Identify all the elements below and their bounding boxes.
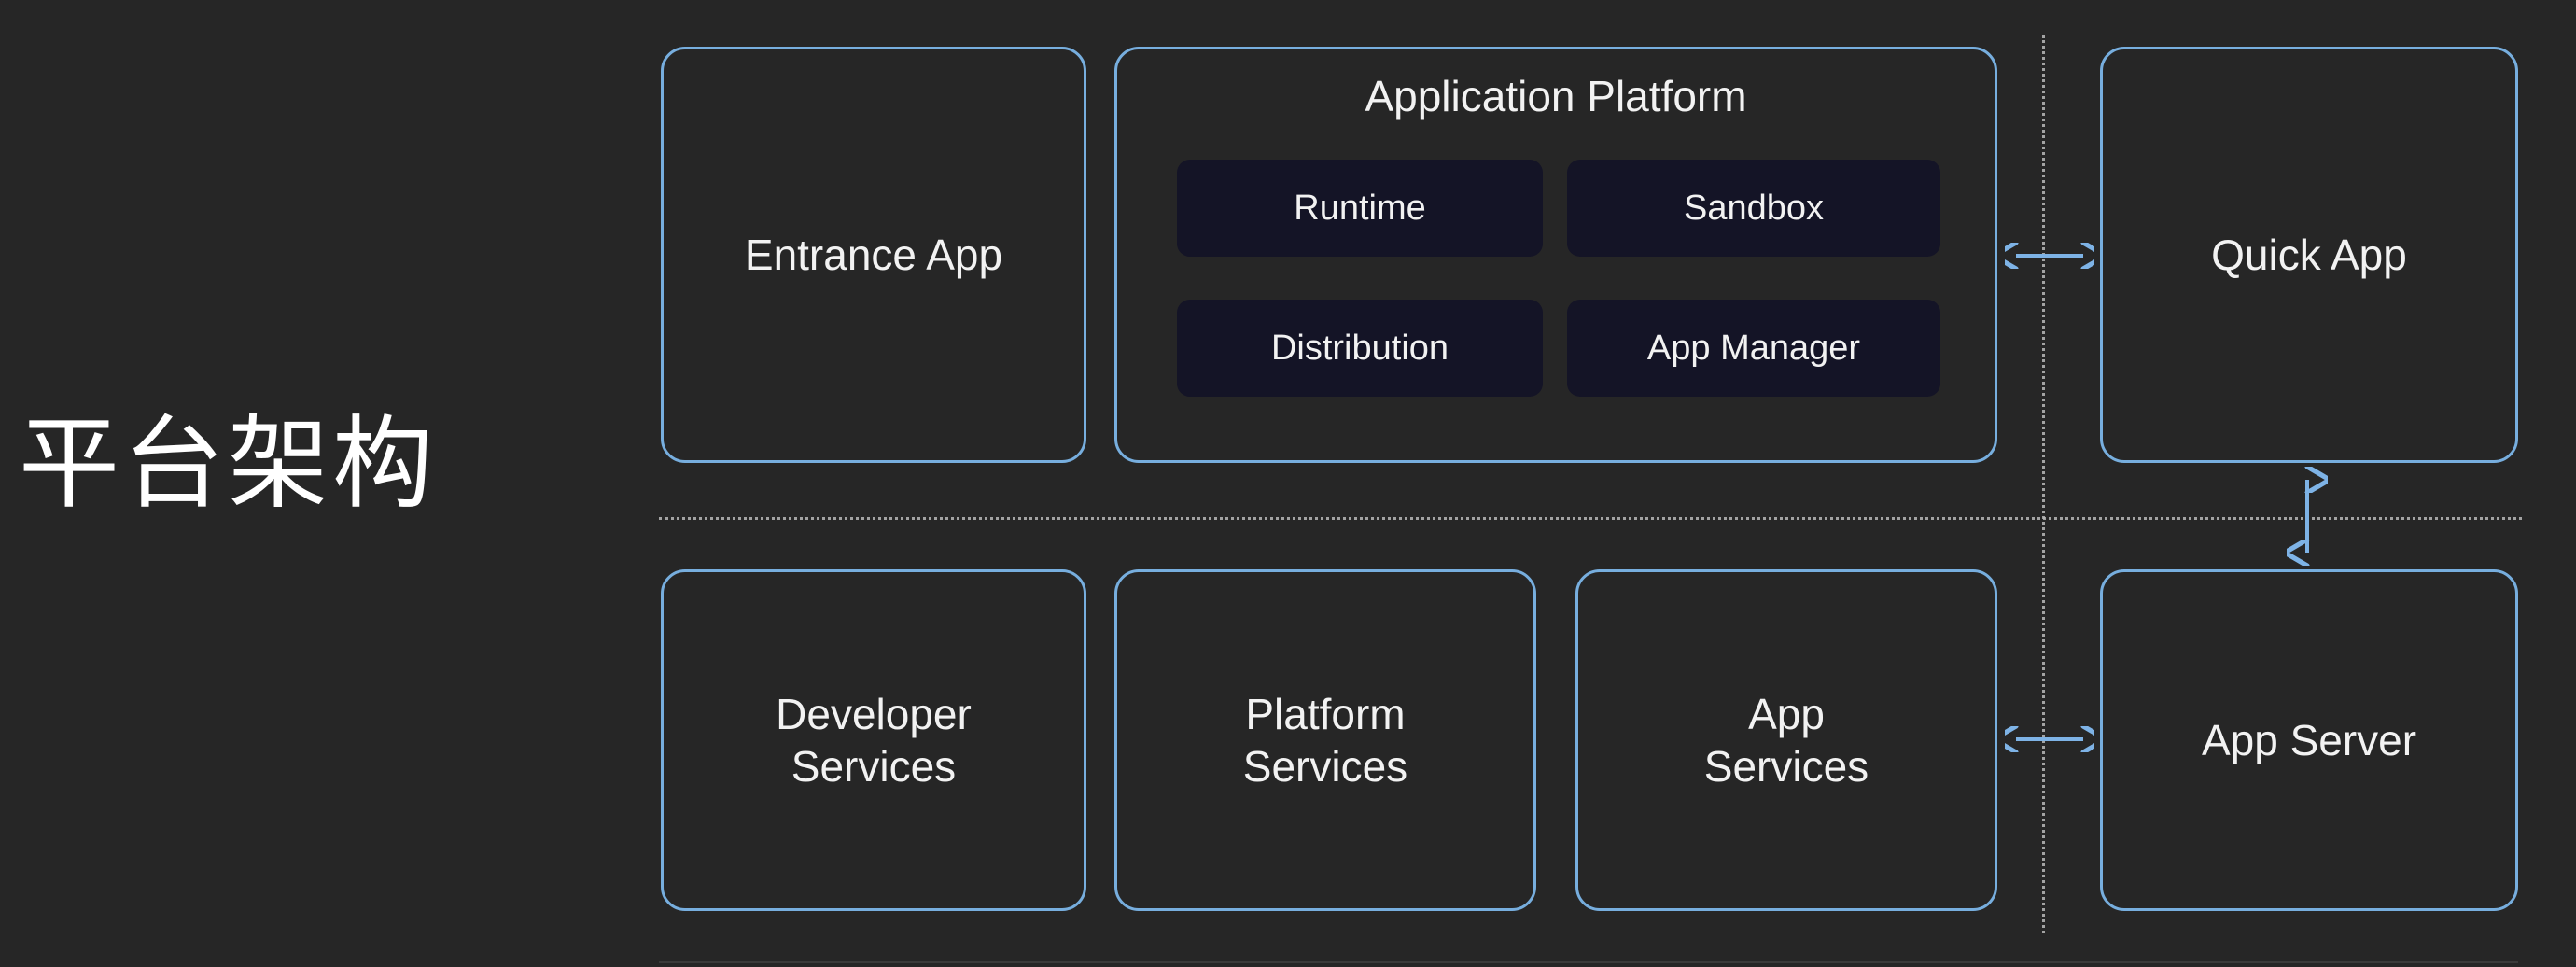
card-entrance-app[interactable]: Entrance App <box>661 47 1086 463</box>
card-entrance-app-label: Entrance App <box>744 230 1003 279</box>
slide-bottom-rule <box>659 961 2518 963</box>
card-quick-app[interactable]: Quick App <box>2100 47 2518 463</box>
card-platform-services-label: Platform Services <box>1242 689 1408 791</box>
card-application-platform[interactable]: Application Platform Runtime Sandbox Dis… <box>1114 47 1997 463</box>
card-developer-services[interactable]: Developer Services <box>661 569 1086 911</box>
card-app-services-label: App Services <box>1703 689 1869 791</box>
double-arrow-vertical-icon-right <box>2287 467 2328 566</box>
card-quick-app-label: Quick App <box>2211 230 2407 279</box>
chip-distribution[interactable]: Distribution <box>1177 300 1543 397</box>
card-app-server-label: App Server <box>2201 715 2417 764</box>
dotted-divider-horizontal-icon <box>659 517 2522 520</box>
chip-distribution-label: Distribution <box>1270 328 1449 368</box>
card-app-services[interactable]: App Services <box>1575 569 1997 911</box>
card-platform-services[interactable]: Platform Services <box>1114 569 1536 911</box>
card-application-platform-title: Application Platform <box>1365 72 1747 120</box>
chip-sandbox-label: Sandbox <box>1683 188 1824 228</box>
chip-sandbox[interactable]: Sandbox <box>1567 160 1940 257</box>
chip-runtime-label: Runtime <box>1294 188 1426 228</box>
chip-app-manager[interactable]: App Manager <box>1567 300 1940 397</box>
chip-runtime[interactable]: Runtime <box>1177 160 1543 257</box>
chip-app-manager-label: App Manager <box>1646 328 1861 368</box>
dotted-divider-vertical-icon <box>2042 35 2045 933</box>
double-arrow-horizontal-icon-top <box>2005 235 2094 276</box>
card-app-server[interactable]: App Server <box>2100 569 2518 911</box>
page-title: 平台架构 <box>19 407 438 520</box>
double-arrow-horizontal-icon-bottom <box>2005 719 2094 760</box>
card-developer-services-label: Developer Services <box>776 689 972 791</box>
